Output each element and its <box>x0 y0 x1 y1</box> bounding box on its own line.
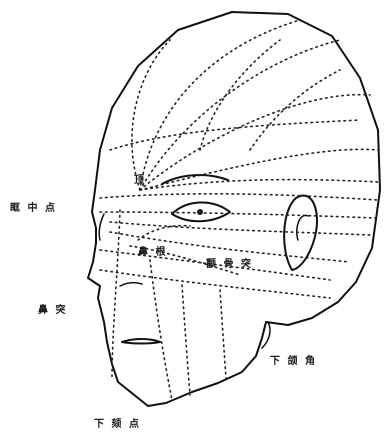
ear-inner <box>297 215 308 240</box>
label-zygomatic: 颧 骨 突 <box>206 260 253 270</box>
head-outline <box>88 12 380 406</box>
eye-pupil <box>198 210 203 215</box>
label-chin: 下 颏 点 <box>94 420 141 430</box>
label-jaw-right: 下 颌 角 <box>270 357 317 367</box>
label-nose-bridge: 鼻 根 <box>138 248 167 258</box>
mouth <box>122 339 160 344</box>
label-nose-tip: 鼻 突 <box>38 306 67 316</box>
label-left-mid: 眶 中 点 <box>10 204 57 214</box>
label-top-mark: 顶 <box>134 176 146 186</box>
